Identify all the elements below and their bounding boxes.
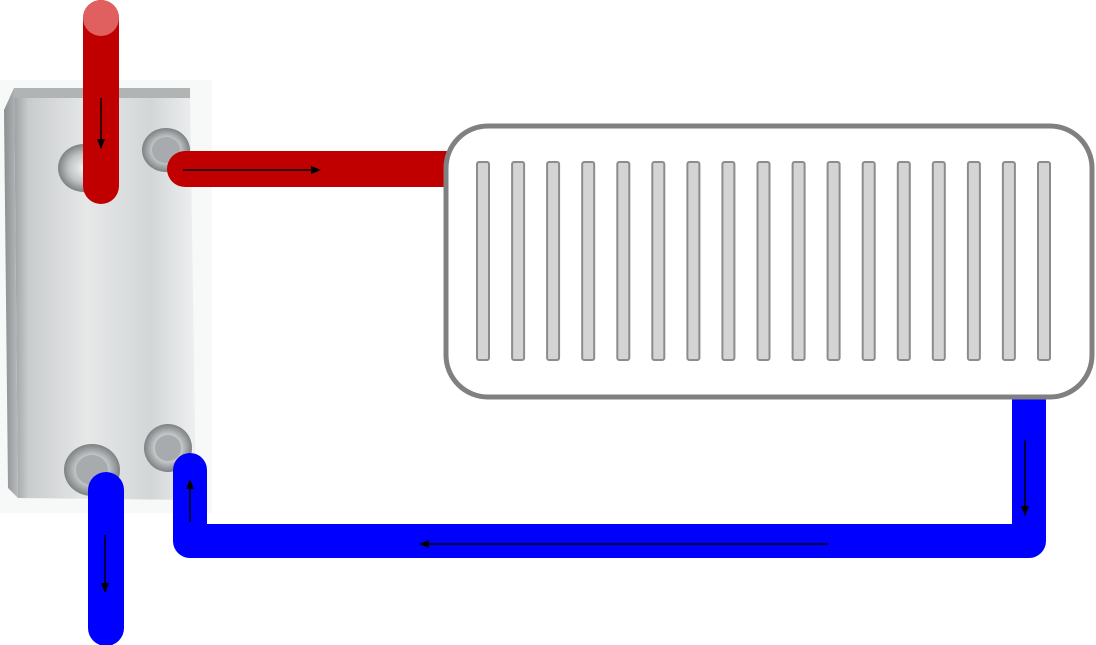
radiator-fins xyxy=(476,161,1051,361)
radiator-fin xyxy=(1001,161,1016,361)
flow-arrows xyxy=(97,98,1029,593)
radiator-fin xyxy=(1037,161,1051,361)
radiator-fin xyxy=(581,161,596,361)
heat-exchanger-side xyxy=(4,88,18,498)
radiator-fin xyxy=(721,161,736,361)
primary-supply-pipe-end xyxy=(83,0,119,36)
secondary-return-pipe xyxy=(173,378,1046,558)
radiator-fin xyxy=(966,161,981,361)
radiator-fin xyxy=(931,161,946,361)
radiator-fin xyxy=(861,161,876,361)
radiator-fin xyxy=(686,161,701,361)
radiator-fin xyxy=(791,161,806,361)
radiator-fin xyxy=(826,161,841,361)
radiator-icon xyxy=(443,123,1095,400)
radiator-fin xyxy=(511,161,526,361)
radiator-fin xyxy=(476,161,490,361)
radiator-fin xyxy=(756,161,771,361)
radiator-fin xyxy=(651,161,666,361)
radiator-fin xyxy=(616,161,631,361)
radiator-fin xyxy=(546,161,561,361)
heat-exchanger-body xyxy=(14,88,196,500)
radiator-fin xyxy=(896,161,911,361)
cold-circuit xyxy=(88,378,1046,645)
